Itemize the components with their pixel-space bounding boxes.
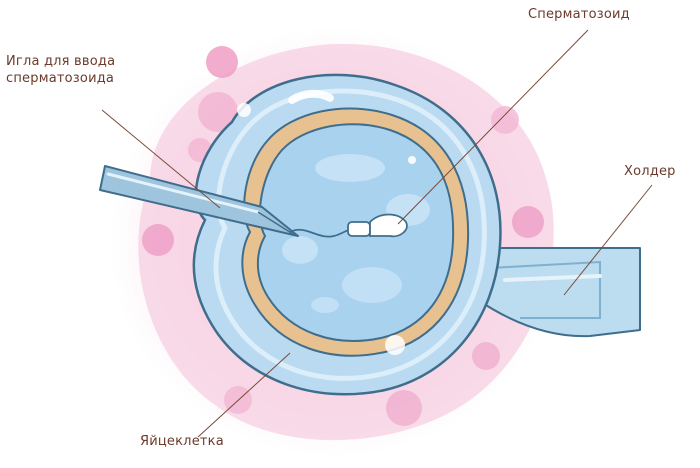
leader-needle	[101, 109, 221, 209]
leader-sperm	[397, 29, 589, 225]
holder-pipette	[469, 247, 641, 338]
label-holder: Холдер	[624, 164, 676, 179]
label-injection-needle: Игла для ввода сперматозоида	[6, 54, 116, 86]
spermatozoon	[289, 213, 408, 238]
label-spermatozoon: Сперматозоид	[528, 7, 630, 22]
injection-needle	[99, 165, 299, 237]
leader-lines	[101, 29, 653, 438]
leader-holder	[563, 184, 653, 296]
egg-cell	[192, 73, 502, 396]
label-egg-cell: Яйцеклетка	[140, 434, 224, 449]
leader-egg	[197, 352, 291, 438]
